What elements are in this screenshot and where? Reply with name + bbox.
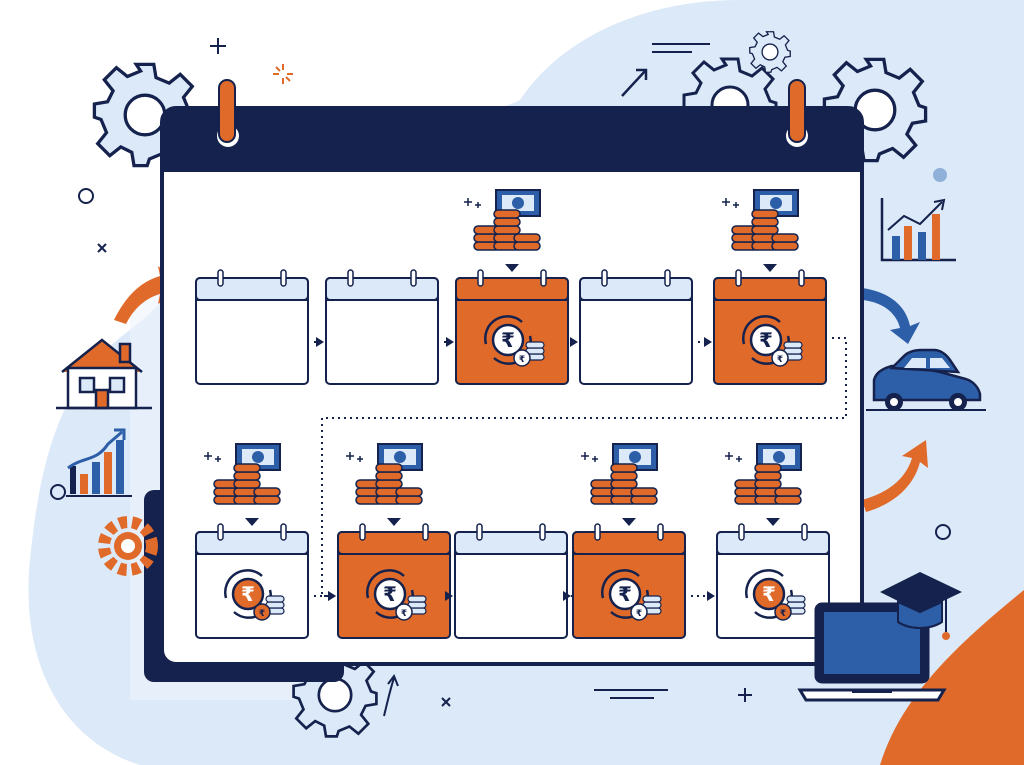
car-icon xyxy=(866,348,986,411)
rupee-icon: ₹ xyxy=(383,582,397,606)
house-icon xyxy=(56,338,152,410)
arrow-icon xyxy=(383,673,399,717)
svg-text:₹: ₹ xyxy=(780,609,786,619)
schedule-connector xyxy=(328,591,336,601)
rupee-icon: ₹ xyxy=(241,582,255,606)
growth-chart-icon xyxy=(66,428,132,497)
schedule-connector xyxy=(321,337,847,597)
calendar-day xyxy=(325,269,439,385)
svg-text:₹: ₹ xyxy=(259,609,265,619)
arrow-icon xyxy=(621,68,648,97)
schedule-connector xyxy=(563,591,571,601)
bar-chart-icon xyxy=(880,198,956,262)
graduation-cap-icon xyxy=(880,572,962,640)
coin-stack-icon xyxy=(204,443,281,526)
rupee-cycle-icon: ₹₹ xyxy=(601,569,662,621)
coin-stack-icon xyxy=(722,189,799,272)
calendar-day xyxy=(195,269,309,385)
svg-text:₹: ₹ xyxy=(519,355,525,365)
schedule-connector xyxy=(704,337,712,347)
coin-stack-icon xyxy=(346,443,423,526)
rupee-cycle-icon: ₹₹ xyxy=(745,569,806,621)
rupee-icon: ₹ xyxy=(618,582,632,606)
calendar-day xyxy=(579,269,693,385)
schedule-connector xyxy=(316,337,324,347)
rupee-icon: ₹ xyxy=(501,328,515,352)
calendar-day xyxy=(454,523,568,639)
gear-icon xyxy=(749,31,791,73)
coin-stack-icon xyxy=(581,443,658,526)
decorations xyxy=(50,38,951,707)
rupee-icon: ₹ xyxy=(759,328,773,352)
schedule-connector xyxy=(570,337,578,347)
schedule-connector xyxy=(707,591,715,601)
svg-text:₹: ₹ xyxy=(636,609,642,619)
schedule-board xyxy=(160,79,864,666)
rupee-icon: ₹ xyxy=(762,582,776,606)
rupee-cycle-icon: ₹₹ xyxy=(484,315,545,367)
gear-icon xyxy=(98,516,158,576)
payment-schedule-grid: ₹₹₹₹₹₹₹₹₹₹₹₹ xyxy=(195,189,847,639)
schedule-connector xyxy=(446,337,454,347)
sparkle-icon xyxy=(273,64,293,84)
rupee-cycle-icon: ₹₹ xyxy=(742,315,803,367)
decorations xyxy=(933,168,947,182)
rupee-cycle-icon: ₹₹ xyxy=(224,569,285,621)
svg-text:₹: ₹ xyxy=(777,355,783,365)
svg-text:₹: ₹ xyxy=(401,609,407,619)
rupee-cycle-icon: ₹₹ xyxy=(366,569,427,621)
coin-stack-icon xyxy=(725,443,802,526)
coin-stack-icon xyxy=(464,189,541,272)
schedule-connector xyxy=(445,591,453,601)
